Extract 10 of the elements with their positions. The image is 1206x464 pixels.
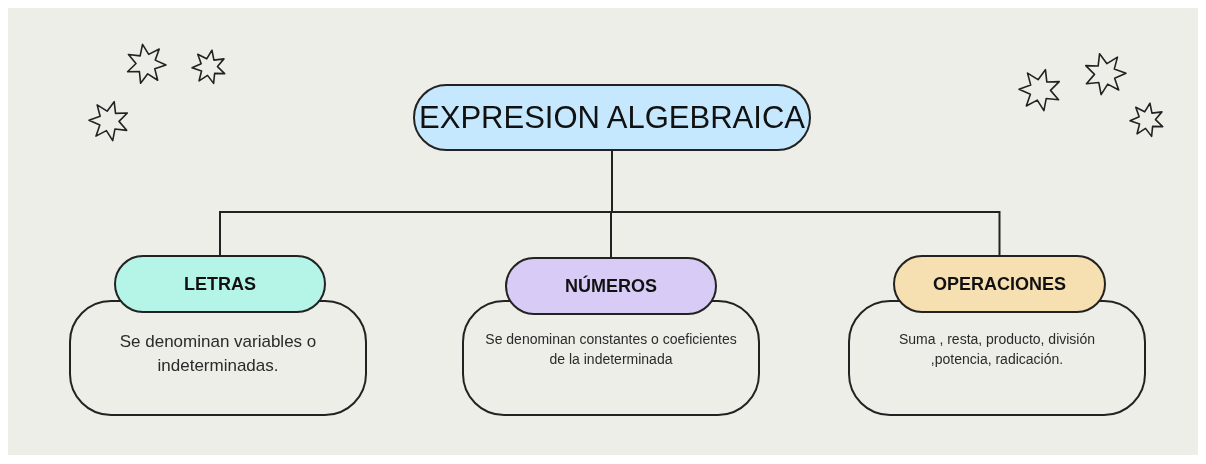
category-pill [893, 255, 1106, 313]
topic-label: EXPRESION ALGEBRAICA [419, 99, 805, 136]
description-text: Se denominan variables o indeterminadas. [118, 331, 318, 377]
category-label: NÚMEROS [565, 275, 657, 297]
category-pill [114, 255, 326, 313]
category-pill [505, 257, 717, 315]
description-text: Suma , resta, producto, división ,potencia, radicación. [897, 330, 1097, 369]
category-label: OPERACIONES [933, 273, 1066, 295]
description-text: Se denominan constantes o coeficientes de la indeterminada [484, 330, 738, 369]
category-label: LETRAS [184, 273, 256, 295]
